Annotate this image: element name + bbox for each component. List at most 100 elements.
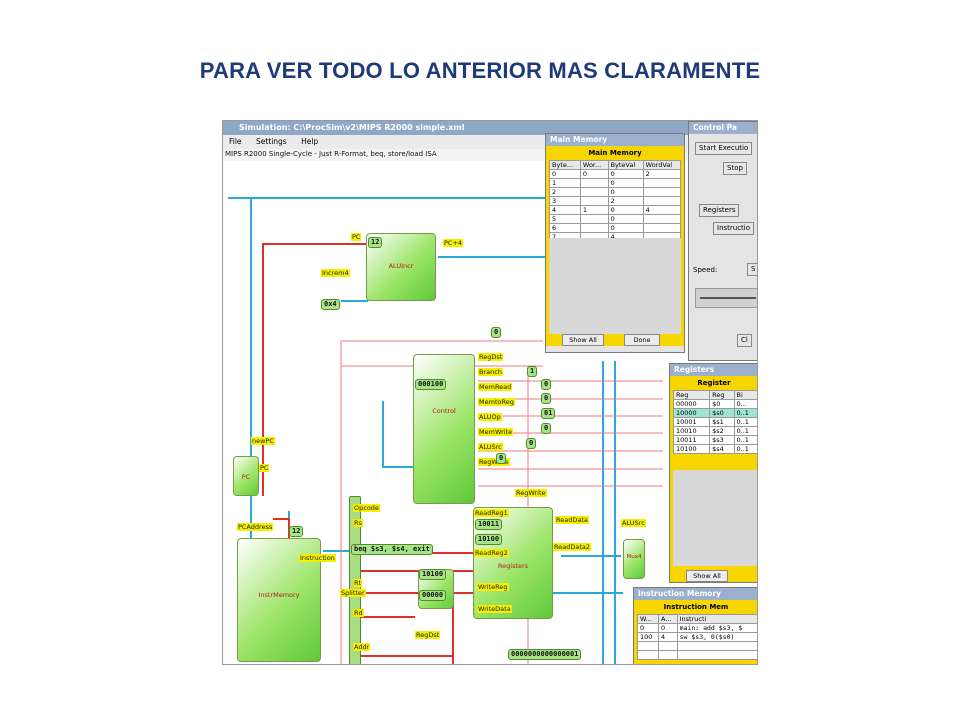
cell	[657, 650, 678, 660]
mm-col-byteval: ByteVal	[607, 160, 644, 170]
main-memory-show-all-button[interactable]: Show All	[562, 334, 604, 346]
read-reg1-label: ReadReg1	[474, 509, 509, 517]
cell: 4	[657, 632, 678, 642]
reg-col-1: Reg	[672, 390, 711, 400]
start-execution-button[interactable]: Start Executio	[695, 142, 753, 155]
main-memory-body: Main Memory Byte... Wor... ByteVal WordV…	[546, 146, 684, 346]
cell: 10011	[672, 435, 711, 445]
write-data-label: WriteData	[477, 605, 512, 613]
pc-value: 12	[368, 237, 383, 248]
registers-block[interactable]: Registers	[473, 507, 553, 619]
reg-write-value: 0	[496, 453, 507, 464]
increm4-label: Increm4	[321, 269, 350, 277]
const4-value: 0x4	[321, 299, 340, 310]
opcode-label: Opcode	[353, 504, 380, 512]
mm-col-word: Wor...	[579, 160, 609, 170]
alu-incr-label: ALUIncr	[388, 262, 414, 270]
control-block[interactable]: Control	[413, 354, 475, 504]
read-reg1-value: 10011	[475, 519, 503, 530]
cell: 2	[642, 169, 682, 179]
pc-plus-4-label: PC+4	[443, 239, 464, 247]
cell	[637, 641, 659, 651]
instr-memory-label: InstrMemory	[258, 591, 300, 599]
cell: 4	[642, 205, 682, 215]
cell: 0..1	[733, 435, 757, 445]
reg-write-ctrl-label: RegWrite	[478, 458, 510, 466]
im-col-1: W...	[637, 614, 659, 624]
cell: 0	[549, 169, 581, 179]
main-memory-panel: Main Memory Main Memory Byte... Wor... B…	[545, 133, 685, 353]
cell: 0..1	[733, 408, 757, 418]
cell: 0	[607, 214, 644, 224]
datapath-canvas: ALUIncr 12 PC PC+4 Increm4 0x4 Control 0…	[223, 161, 757, 664]
long-value: 0000000000000001	[508, 649, 582, 660]
cell	[642, 196, 682, 206]
alu-src-label: ALUSrc	[478, 443, 503, 451]
cell: $s0	[709, 408, 735, 418]
pc-block-label: PC	[241, 473, 251, 481]
table-row[interactable]	[637, 650, 757, 660]
simulator-screenshot: Simulation: C:\ProcSim\v2\MIPS R2000 sim…	[222, 120, 758, 665]
cell	[642, 214, 682, 224]
mm-col-byte: Byte...	[549, 160, 581, 170]
speed-button[interactable]: S	[747, 263, 757, 276]
table-row[interactable]	[637, 641, 757, 651]
cell: 1	[549, 178, 581, 188]
stop-button[interactable]: Stop	[723, 162, 747, 175]
read-reg2-label: ReadReg2	[474, 549, 509, 557]
mem-to-reg-value: 0	[541, 393, 552, 404]
menu-settings[interactable]: Settings	[255, 137, 287, 146]
instructions-button[interactable]: Instructio	[713, 222, 755, 235]
mux4-block[interactable]: Mux4	[623, 539, 645, 579]
pc-address-label: PCAddress	[237, 523, 274, 531]
menu-file[interactable]: File	[229, 137, 242, 146]
reg-dst-label: RegDst	[478, 353, 504, 361]
cell: 4	[549, 205, 581, 215]
splitter-label: Splitter	[340, 589, 366, 597]
cell: 0	[657, 623, 678, 633]
cell: 0..1	[733, 417, 757, 427]
main-memory-empty-area	[549, 238, 681, 334]
registers-panel-title: Registers	[670, 364, 757, 376]
cell: 5	[549, 214, 581, 224]
cell: 0..1	[733, 426, 757, 436]
cell: 1	[579, 205, 609, 215]
registers-show-all-button[interactable]: Show All	[686, 570, 728, 582]
main-memory-title: Main Memory	[546, 134, 684, 146]
main-memory-done-button[interactable]: Done	[624, 334, 660, 346]
instr-addr-value: 12	[289, 526, 304, 537]
menu-help[interactable]: Help	[301, 137, 319, 146]
reg-col-2: Reg	[709, 390, 735, 400]
cell: 6	[549, 223, 581, 233]
registers-button[interactable]: Registers	[699, 204, 740, 217]
instruction-text-value: beq $s3, $s4, exit	[351, 544, 433, 555]
cell: 0	[607, 178, 644, 188]
cell: 0	[579, 169, 609, 179]
slider-track	[700, 297, 756, 299]
cell: 0	[607, 223, 644, 233]
clear-button[interactable]: Cl	[737, 334, 752, 347]
simulation-subtitle: MIPS R2000 Single-Cycle - Just R-Format,…	[225, 150, 437, 158]
pc-block[interactable]: PC	[233, 456, 259, 496]
cell: 0...	[733, 399, 757, 409]
speed-slider[interactable]	[695, 288, 757, 308]
mem-read-value: 0	[541, 379, 552, 390]
im-col-2: A...	[657, 614, 678, 624]
